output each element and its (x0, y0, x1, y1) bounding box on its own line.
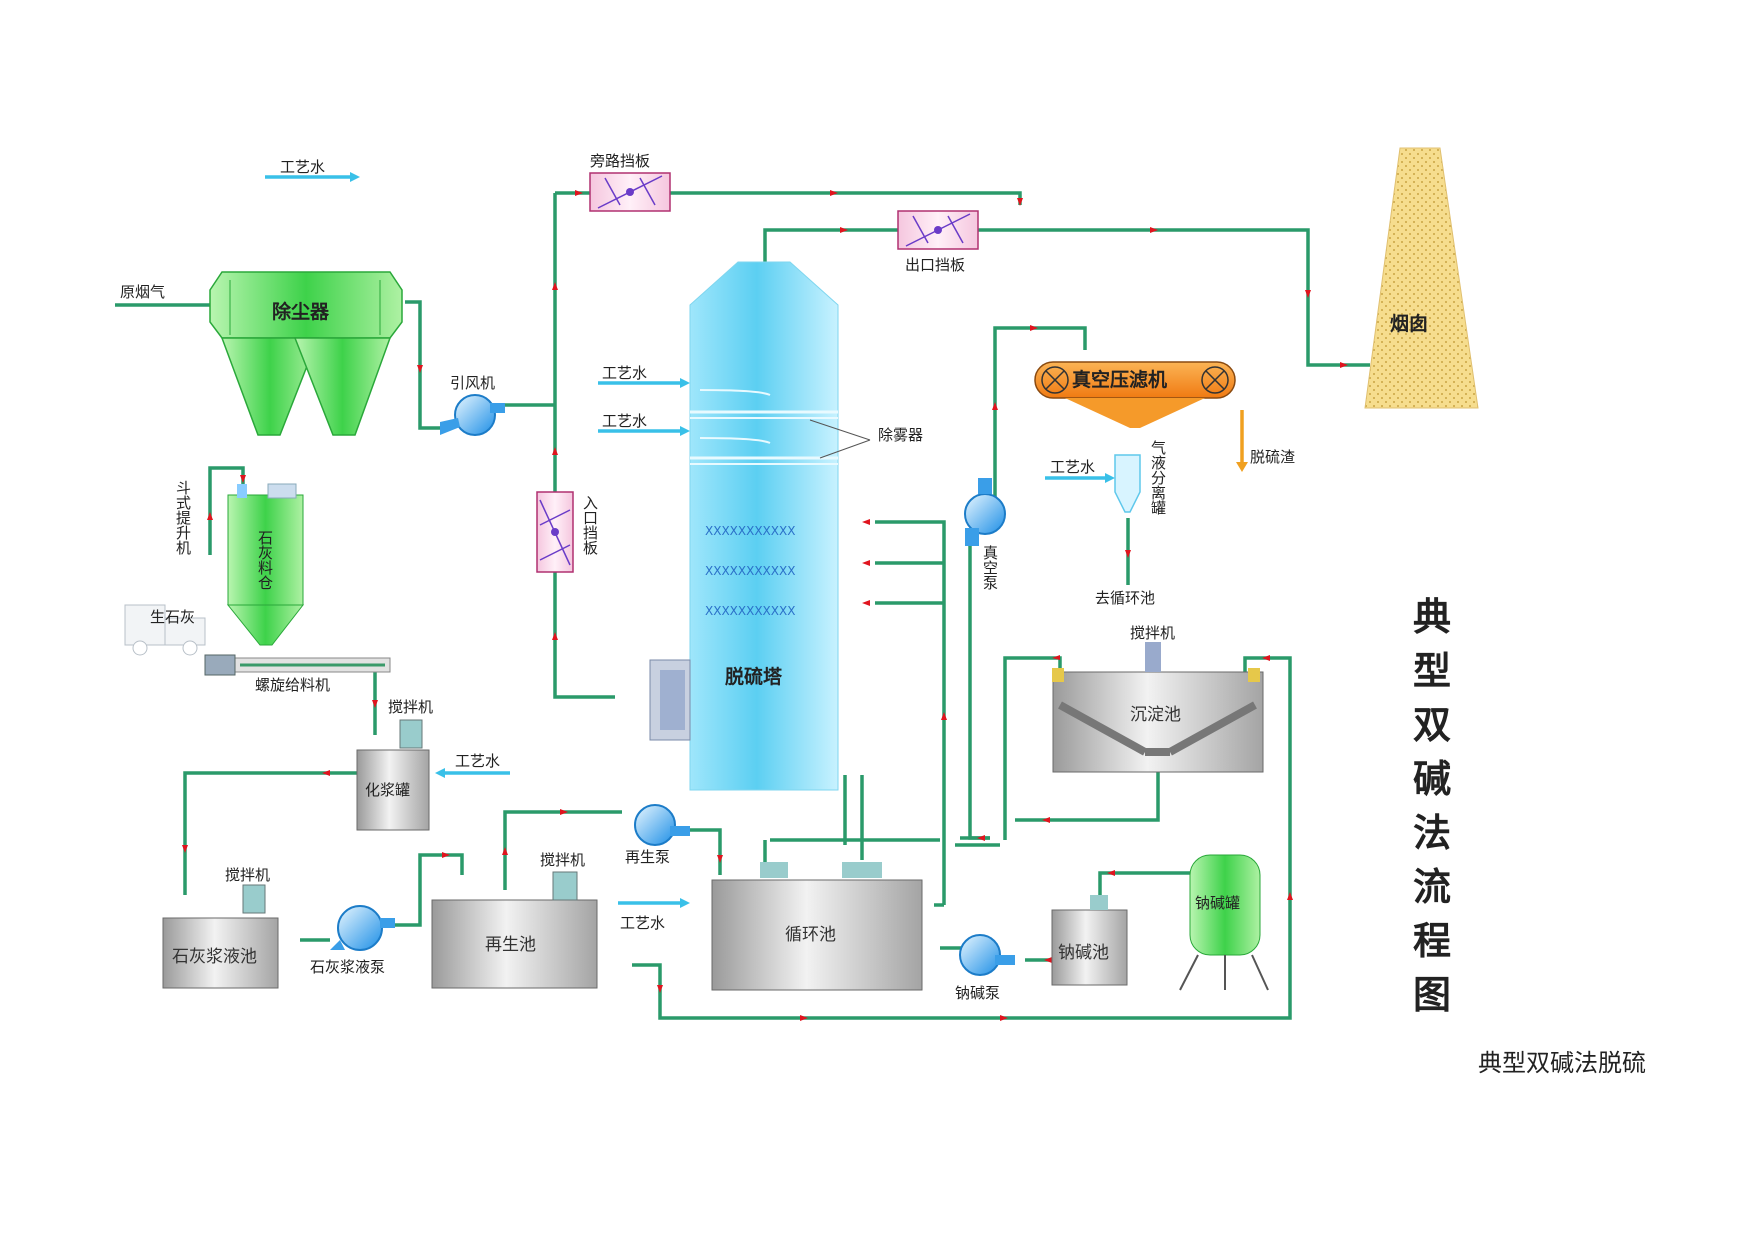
chimney-label: 烟囱 (1390, 312, 1428, 335)
inlet-damper-label: 入口挡板 (581, 495, 599, 555)
soda-pump-label: 钠碱泵 (955, 984, 1000, 1002)
process-water-label-6: 工艺水 (620, 914, 665, 932)
svg-text:ХХХХХХХХХХХ: ХХХХХХХХХХХ (705, 564, 795, 578)
vacuum-filter-label: 真空压滤机 (1072, 368, 1167, 391)
process-water-label-5: 工艺水 (455, 752, 500, 770)
bypass-damper-label: 旁路挡板 (590, 152, 650, 170)
sedimentation-tank (1052, 642, 1264, 773)
process-water-label-2: 工艺水 (602, 364, 647, 382)
dust-collector-label: 除尘器 (272, 300, 330, 323)
induced-fan (440, 394, 505, 436)
lime-slurry-pump (330, 905, 395, 951)
outlet-damper (897, 210, 979, 250)
gas-liquid-separator-label: 气液分离罐 (1149, 440, 1167, 515)
vertical-labels: 入口挡板 斗式提升机 石灰料仓 气液分离罐 真空泵 (174, 440, 1167, 590)
lime-silo-label: 石灰料仓 (256, 530, 274, 590)
lime-silo (226, 483, 305, 646)
process-water-lines (265, 172, 1248, 908)
page-title: 典型双碱法流程图 (1412, 594, 1451, 1017)
soda-vessel (1179, 854, 1269, 991)
slaking-tank (356, 719, 430, 831)
slaking-tank-label: 化浆罐 (365, 781, 410, 799)
screw-feeder-label: 螺旋给料机 (255, 676, 330, 694)
bypass-damper (589, 172, 671, 212)
quicklime-truck (124, 604, 206, 656)
process-water-label-3: 工艺水 (602, 412, 647, 430)
to-circulation-tank-label: 去循环池 (1095, 589, 1155, 607)
screw-feeder (204, 654, 391, 676)
circulation-tank-label: 循环池 (785, 925, 836, 945)
agitator-label-2: 搅拌机 (388, 698, 433, 716)
vacuum-pump-label: 真空泵 (981, 544, 999, 590)
lime-slurry-tank (162, 884, 279, 989)
labels: 工艺水 原烟气 除尘器 旁路挡板 出口挡板 引风机 工艺水 工艺水 除雾器 脱硫… (120, 152, 1428, 1002)
process-water-label-4: 工艺水 (1050, 458, 1095, 476)
gas-liquid-separator (1114, 454, 1141, 513)
quicklime-label: 生石灰 (150, 608, 195, 626)
sedimentation-tank-label: 沉淀池 (1130, 705, 1181, 725)
soda-vessel-label: 钠碱罐 (1195, 894, 1240, 912)
dewatered-sludge-label: 脱硫渣 (1250, 448, 1295, 466)
regeneration-tank-label: 再生池 (485, 935, 536, 955)
raw-flue-gas-label: 原烟气 (120, 283, 165, 301)
demister-label: 除雾器 (878, 426, 923, 444)
bucket-elevator-label: 斗式提升机 (174, 480, 192, 556)
circulation-tank (711, 862, 923, 991)
outlet-damper-label: 出口挡板 (905, 256, 965, 274)
process-water-label-1: 工艺水 (280, 158, 325, 176)
soda-pump (959, 934, 1015, 976)
soda-tank (1051, 895, 1128, 986)
agitator-label-1: 搅拌机 (1130, 624, 1175, 642)
lime-slurry-pump-label: 石灰浆液泵 (310, 958, 385, 976)
svg-text:ХХХХХХХХХХХ: ХХХХХХХХХХХ (705, 604, 795, 618)
vacuum-pump (964, 478, 1006, 546)
flow-arrows (182, 190, 1348, 1021)
agitator-label-3: 搅拌机 (225, 866, 270, 884)
lime-slurry-tank-label: 石灰浆液池 (172, 947, 257, 967)
desulfurization-tower-label: 脱硫塔 (725, 665, 783, 688)
dust-collector (209, 271, 403, 436)
regeneration-pump-label: 再生泵 (625, 848, 670, 866)
pipe-network (115, 190, 1370, 1021)
vacuum-filter (1034, 361, 1236, 428)
caption: 典型双碱法脱硫 (1478, 1049, 1646, 1077)
chimney (1364, 147, 1479, 409)
desulfurization-tower: ХХХХХХХХХХХ ХХХХХХХХХХХ ХХХХХХХХХХХ (649, 261, 871, 791)
regeneration-tank (431, 871, 598, 989)
svg-text:ХХХХХХХХХХХ: ХХХХХХХХХХХ (705, 524, 795, 538)
soda-tank-label: 钠碱池 (1058, 943, 1109, 963)
agitator-label-4: 搅拌机 (540, 851, 585, 869)
induced-fan-label: 引风机 (450, 374, 495, 392)
regeneration-pump (634, 804, 690, 846)
inlet-damper (536, 491, 574, 573)
